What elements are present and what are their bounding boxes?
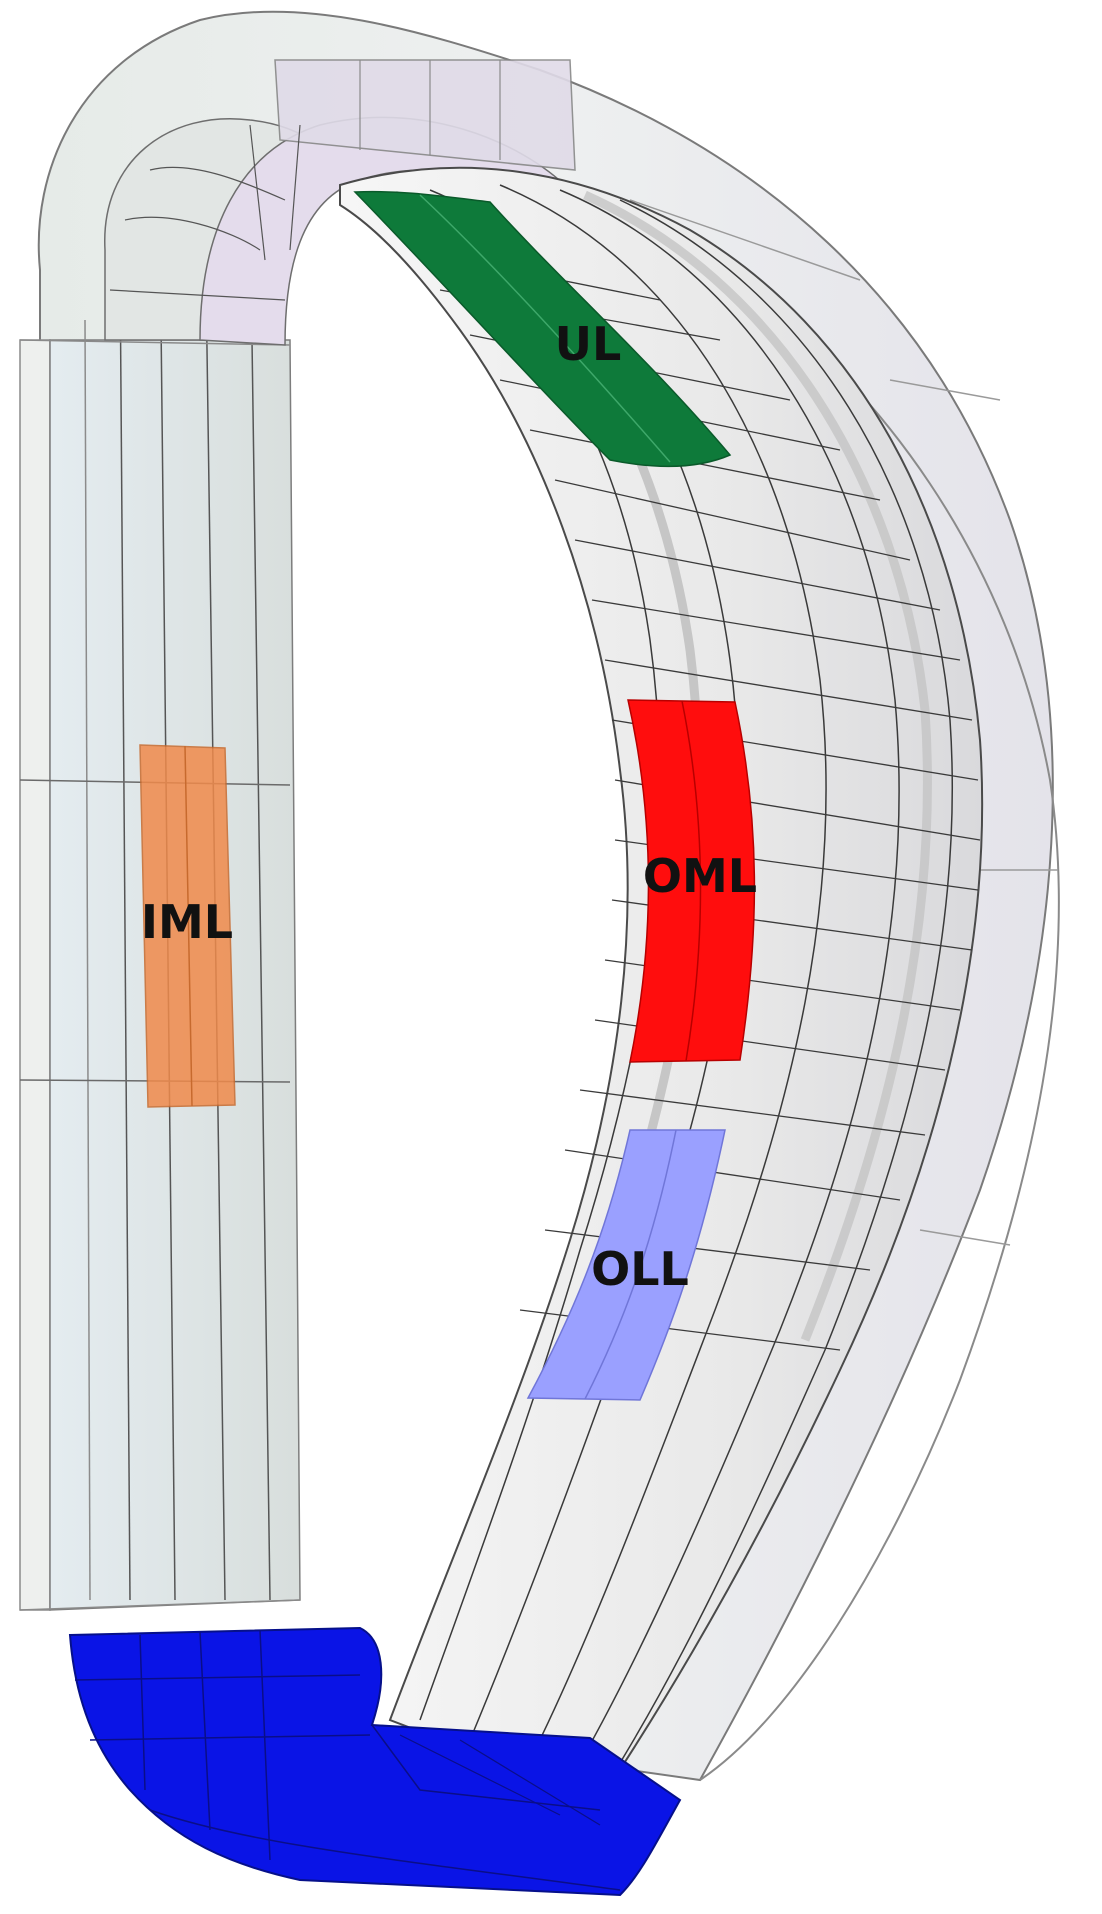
region-iml: IML <box>139 744 236 1108</box>
region-ul-patch <box>353 190 732 468</box>
label-iml: IML <box>141 895 233 949</box>
region-oll: OLL <box>526 1129 726 1401</box>
label-oml: OML <box>643 849 757 903</box>
region-oll-patch <box>526 1129 726 1401</box>
label-oll: OLL <box>591 1242 689 1296</box>
region-iml-patch <box>139 744 236 1108</box>
region-oml: OML <box>627 699 757 1063</box>
label-ul: UL <box>555 317 622 371</box>
region-ul: UL <box>353 190 732 468</box>
divertor-body <box>68 1626 682 1897</box>
region-divertor <box>68 1626 682 1897</box>
region-oml-patch <box>627 699 756 1063</box>
